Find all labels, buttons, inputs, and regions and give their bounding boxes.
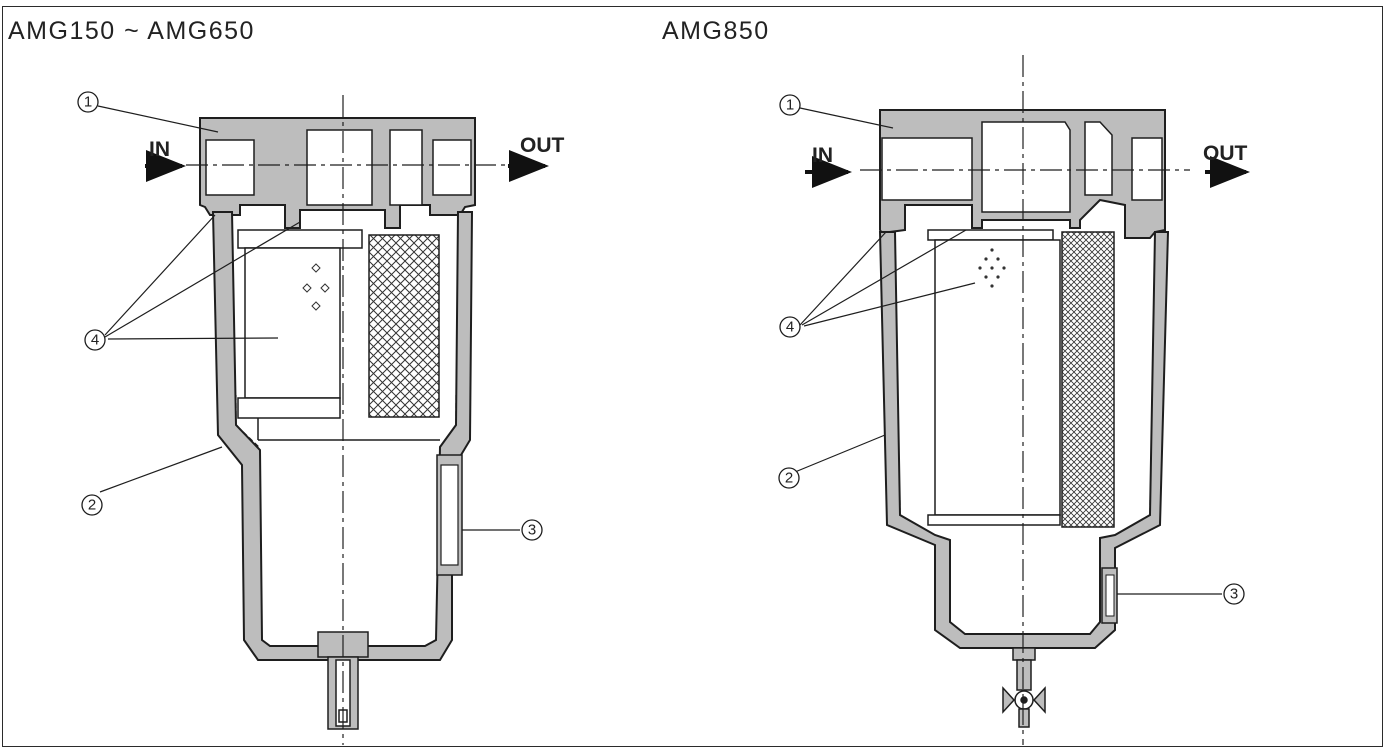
svg-text:4: 4 xyxy=(786,319,794,336)
droplet-symbols-left xyxy=(302,263,330,311)
diagram-frame xyxy=(2,6,1383,747)
svg-text:3: 3 xyxy=(1230,586,1238,603)
outlet-label-left: OUT xyxy=(520,134,565,157)
callout-4-right: 4 xyxy=(779,316,801,338)
inlet-port-left xyxy=(205,139,255,196)
svg-text:4: 4 xyxy=(91,332,99,349)
callout-2-right: 2 xyxy=(778,467,800,489)
outlet-port-left xyxy=(432,139,472,196)
inlet-port-right xyxy=(881,137,973,201)
bowl-right xyxy=(878,231,1170,649)
element-core-left xyxy=(244,247,341,399)
outlet-passage-left xyxy=(389,129,423,206)
callout-4-left: 4 xyxy=(84,329,106,351)
leader-lines-right xyxy=(794,107,1222,595)
model-title-amg150-650: AMG150 ~ AMG650 xyxy=(8,17,255,45)
droplet-symbols-right xyxy=(978,248,1006,288)
svg-text:2: 2 xyxy=(785,470,793,487)
callout-3-left: 3 xyxy=(521,519,543,541)
svg-text:3: 3 xyxy=(528,522,536,539)
callout-1-left: 1 xyxy=(77,91,99,113)
outlet-passage-right xyxy=(1084,121,1113,196)
inlet-label-right: IN xyxy=(812,144,833,167)
model-title-amg850: AMG850 xyxy=(662,17,770,45)
callout-2-left: 2 xyxy=(81,494,103,516)
element-mesh-right xyxy=(1061,231,1115,528)
callout-3-right: 3 xyxy=(1223,583,1245,605)
center-passage-right xyxy=(981,121,1071,213)
outlet-port-right xyxy=(1131,137,1163,201)
diagram-left: IN OUT 1 4 2 3 xyxy=(77,91,565,745)
element-bottom-plate-right xyxy=(927,514,1061,526)
svg-text:1: 1 xyxy=(84,94,92,111)
callout-1-right: 1 xyxy=(779,94,801,116)
element-top-plate-right xyxy=(927,229,1054,241)
bowl-left xyxy=(211,211,474,661)
element-bottom-plate-left xyxy=(237,397,341,419)
leader-lines-left xyxy=(97,105,520,531)
outlet-label-right: OUT xyxy=(1203,142,1248,165)
center-passage-left xyxy=(306,129,373,206)
svg-text:2: 2 xyxy=(88,497,96,514)
element-mesh-left xyxy=(368,234,440,418)
diagram-right: IN OUT 1 4 2 3 xyxy=(778,55,1250,745)
element-core-right xyxy=(934,239,1061,516)
drain-cock-right xyxy=(1002,647,1046,728)
svg-text:1: 1 xyxy=(786,97,794,114)
inlet-label-left: IN xyxy=(149,138,170,161)
